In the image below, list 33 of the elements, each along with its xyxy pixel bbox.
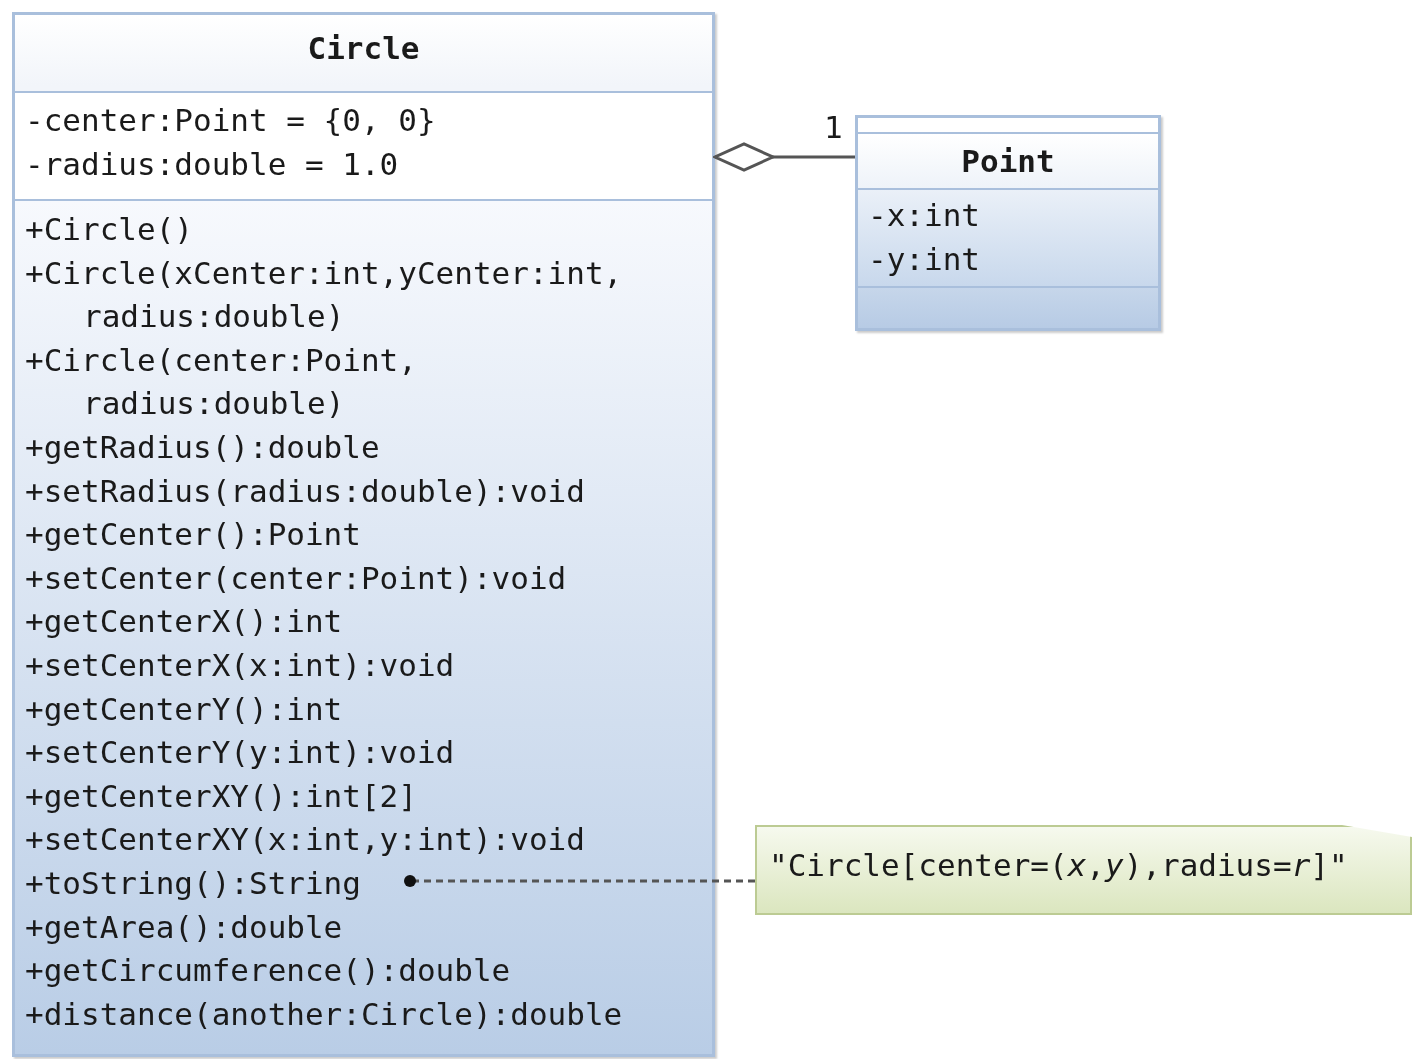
operation-text: +getCenter():Point	[25, 515, 362, 555]
attribute-text: -y:int	[868, 239, 981, 279]
operation-text: +toString():String	[25, 863, 362, 903]
operation-compartment	[15, 199, 712, 1054]
operation-text: +distance(another:Circle):double	[25, 994, 624, 1034]
attribute-text: -radius:double = 1.0	[25, 144, 400, 184]
operation-text: +setCenterY(y:int):void	[25, 733, 456, 773]
operation-text: +setCenter(center:Point):void	[25, 558, 568, 598]
operation-text: +getRadius():double	[25, 427, 381, 467]
attribute-text: -x:int	[868, 196, 981, 235]
attribute-compartment	[15, 91, 712, 199]
class-name: Circle	[306, 29, 421, 68]
dashed-connector	[404, 875, 755, 887]
operation-text: +setCenterXY(x:int,y:int):void	[25, 820, 586, 860]
attribute-text: -center:Point = {0, 0}	[25, 101, 437, 140]
operation-text: +Circle(center:Point, radius:double)	[25, 340, 418, 424]
operation-text: +Circle(xCenter:int,yCenter:int, radius:double)	[25, 253, 624, 337]
note-box	[755, 825, 1412, 915]
operation-text: +getCenterX():int	[25, 602, 344, 642]
operation-text: +setCenterX(x:int):void	[25, 645, 456, 685]
attribute-compartment	[858, 188, 1158, 286]
class-box	[855, 115, 1161, 331]
class-box	[12, 12, 715, 1057]
operation-compartment	[858, 286, 1158, 328]
operation-text: +getArea():double	[25, 907, 344, 947]
class-name: Point	[960, 142, 1056, 181]
operation-text: +getCenterXY():int[2]	[25, 776, 418, 816]
operation-text: +Circle()	[25, 210, 194, 249]
aggregation-connector	[713, 142, 855, 172]
operation-text: +setRadius(radius:double):void	[25, 471, 586, 511]
operation-text: +getCenterY():int	[25, 689, 344, 729]
operation-text: +getCircumference():double	[25, 951, 512, 991]
note-text: "Circle[center=(x,y),radius=r]"	[768, 846, 1349, 885]
